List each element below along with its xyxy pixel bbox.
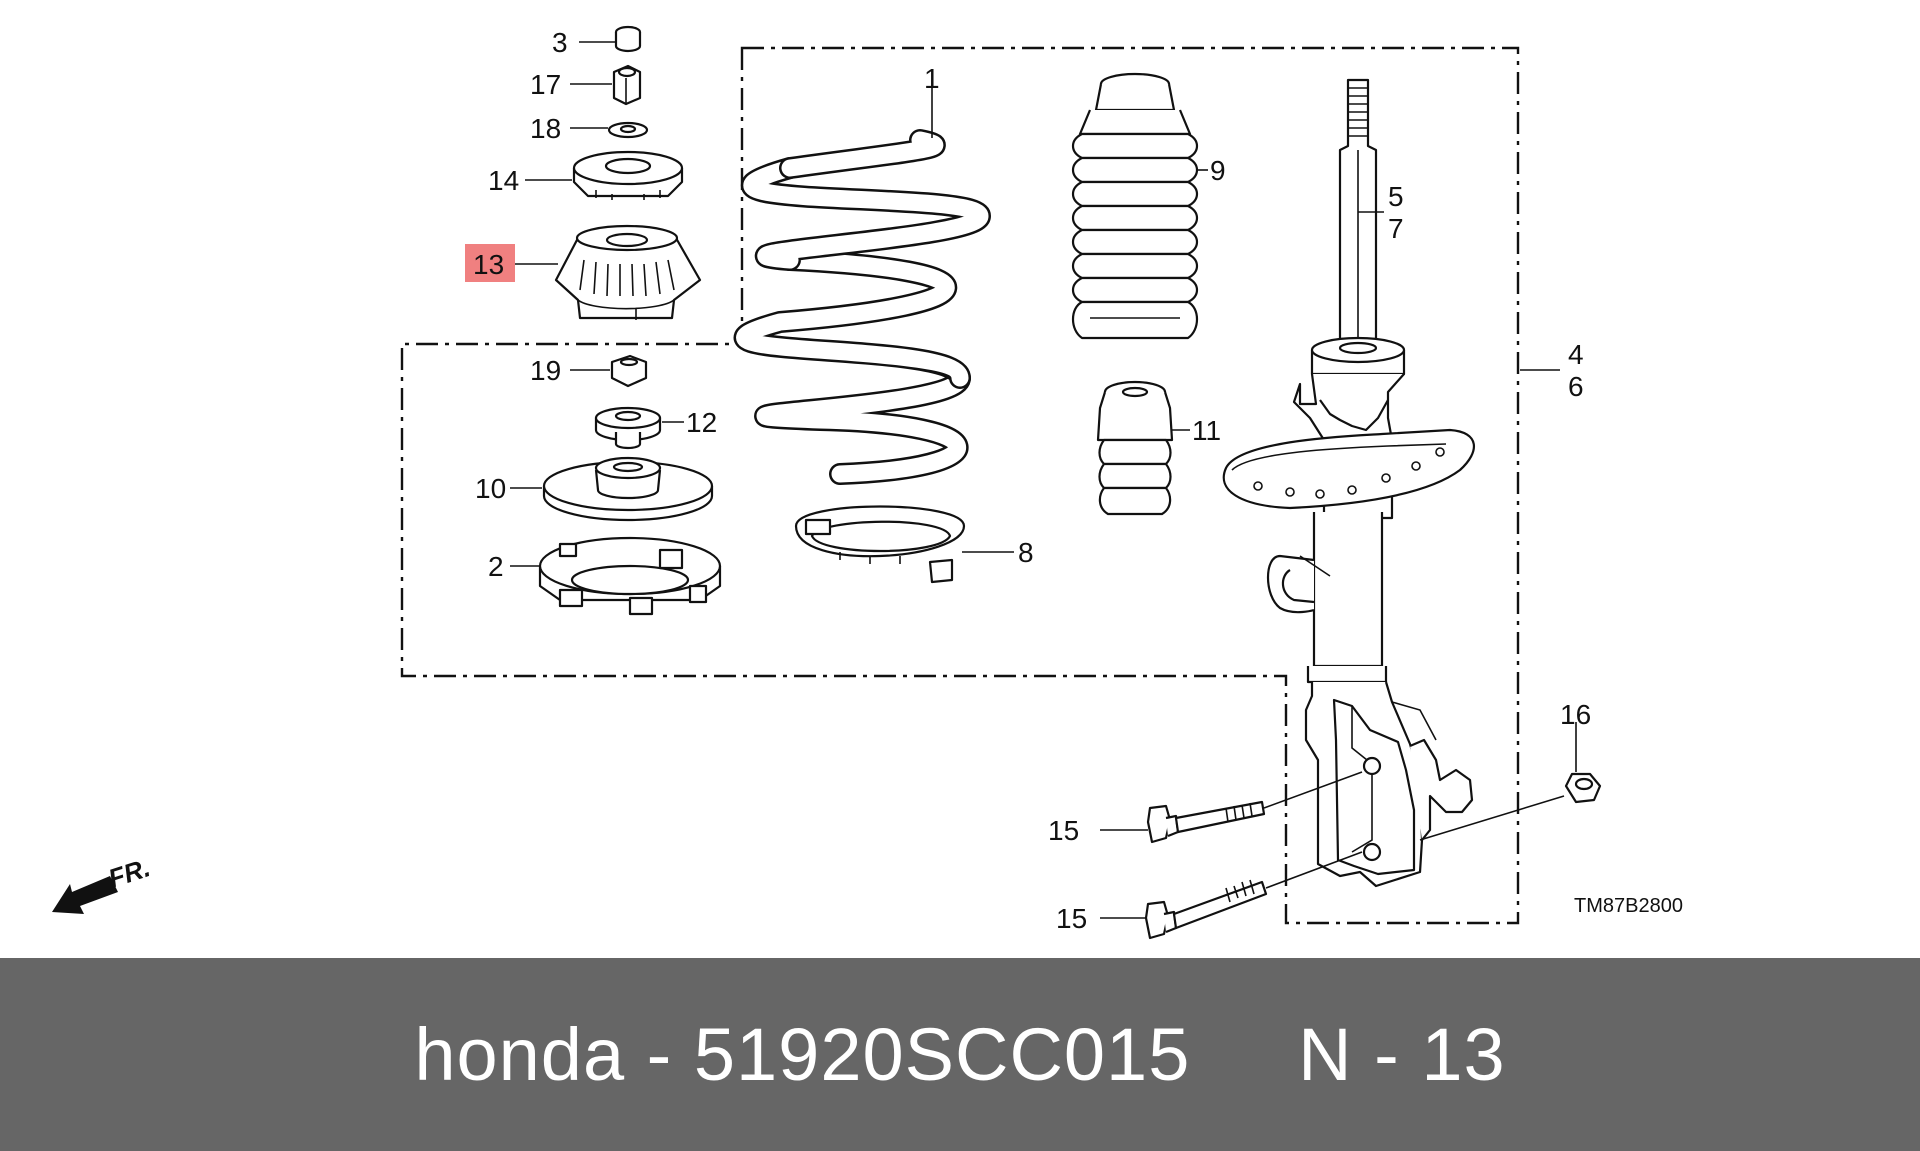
part-3-cap[interactable] xyxy=(614,25,642,53)
caption-text: honda - 51920SCC015 N - 13 xyxy=(414,1013,1506,1096)
part-14-bearing[interactable] xyxy=(572,150,684,200)
callout-5: 5 xyxy=(1388,181,1404,212)
callout-6: 6 xyxy=(1568,371,1584,402)
callout-17: 17 xyxy=(530,69,561,100)
part-12-bushing[interactable] xyxy=(594,406,662,450)
callout-3: 3 xyxy=(552,27,568,58)
callout-10: 10 xyxy=(475,473,506,504)
callout-19: 19 xyxy=(530,355,561,386)
callout-11: 11 xyxy=(1192,415,1221,446)
callout-8: 8 xyxy=(1018,537,1034,568)
part-8-lower-seat[interactable] xyxy=(794,505,966,584)
part-17-nut[interactable] xyxy=(612,64,642,106)
part-11-bump-stop[interactable] xyxy=(1096,380,1174,516)
part-13-mount-rubber[interactable] xyxy=(554,224,702,320)
callout-15-upper: 15 xyxy=(1048,815,1079,846)
part-9-dust-boot[interactable] xyxy=(1071,72,1199,340)
figure-code: TM87B2800 xyxy=(1574,895,1683,917)
callout-4: 4 xyxy=(1568,339,1584,370)
part-15-bolt-lower[interactable] xyxy=(1144,879,1268,940)
front-arrow-label: FR. xyxy=(105,852,154,893)
callout-13: 13 xyxy=(473,249,504,280)
part-19-nut[interactable] xyxy=(610,354,648,388)
callout-14: 14 xyxy=(488,165,519,196)
callout-9: 9 xyxy=(1210,155,1226,186)
callout-13-highlight xyxy=(465,244,515,282)
part-2-mount-seat[interactable] xyxy=(538,536,722,616)
part-4-strut-assembly[interactable] xyxy=(1222,78,1476,888)
caption-bar: honda - 51920SCC015 N - 13 xyxy=(0,958,1920,1151)
part-16-flange-nut[interactable] xyxy=(1564,772,1602,804)
part-1-coil-spring[interactable] xyxy=(733,129,992,485)
assembly-boundary xyxy=(400,46,1520,925)
part-10-spring-seat[interactable] xyxy=(542,456,714,522)
part-15-bolt-upper[interactable] xyxy=(1146,800,1266,844)
parts-diagram: 3 17 18 14 13 19 xyxy=(52,25,1683,940)
callout-18: 18 xyxy=(530,113,561,144)
callout-1: 1 xyxy=(924,63,940,94)
front-arrow-icon xyxy=(52,876,118,914)
callout-7: 7 xyxy=(1388,213,1404,244)
callout-12: 12 xyxy=(686,407,717,438)
callout-16: 16 xyxy=(1560,699,1591,730)
callout-15-lower: 15 xyxy=(1056,903,1087,934)
part-18-washer[interactable] xyxy=(607,121,649,139)
callout-2: 2 xyxy=(488,551,504,582)
